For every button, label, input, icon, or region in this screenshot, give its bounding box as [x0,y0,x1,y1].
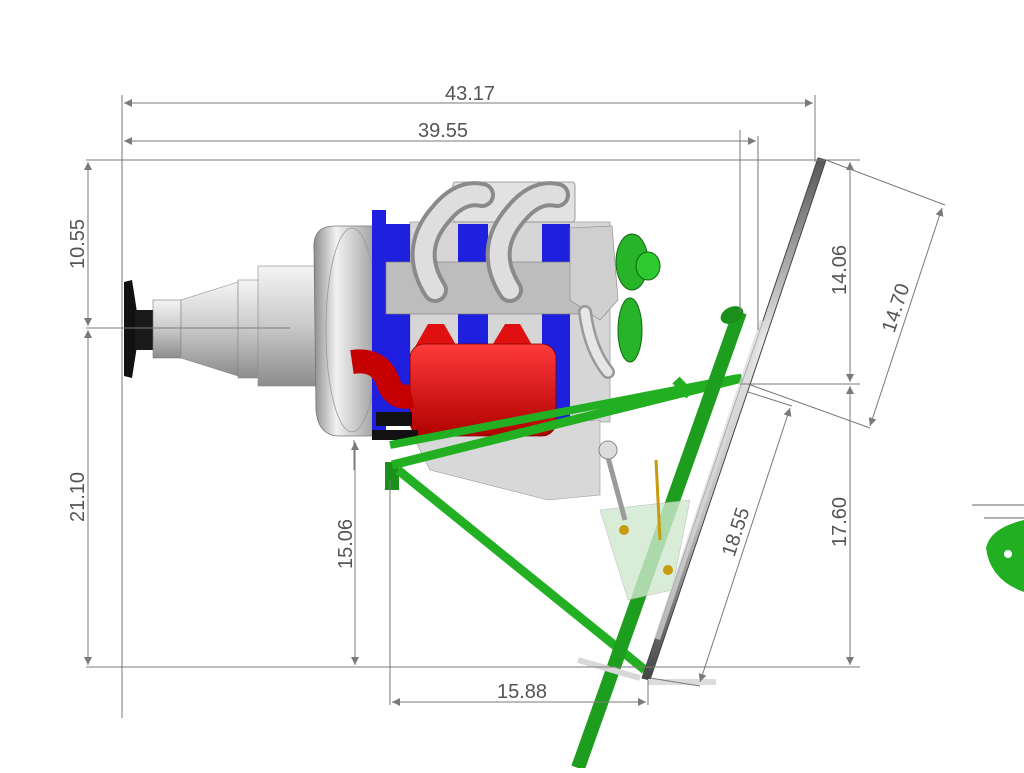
dim-mount-base-width: 15.88 [497,681,547,703]
pulley-icon [615,233,661,363]
firewall-plate-icon [641,157,827,685]
dim-overall-length: 43.17 [445,83,495,105]
muffler-icon [350,343,557,437]
dim-firewall-upper: 14.06 [829,245,851,295]
propeller-hub-icon [124,265,317,387]
engine-assembly-icon [124,181,661,501]
dim-height-below-thrust-line: 21.10 [67,472,89,522]
dim-firewall-lower: 17.60 [829,497,851,547]
cropped-bracket-icon [972,504,1024,592]
dimension-lines [84,95,946,718]
dim-mount-height: 15.06 [335,519,357,569]
engine-mount-frame-icon [385,306,747,771]
dim-length-to-mount: 39.55 [418,120,468,142]
dim-height-above-thrust-line: 10.55 [67,219,89,269]
